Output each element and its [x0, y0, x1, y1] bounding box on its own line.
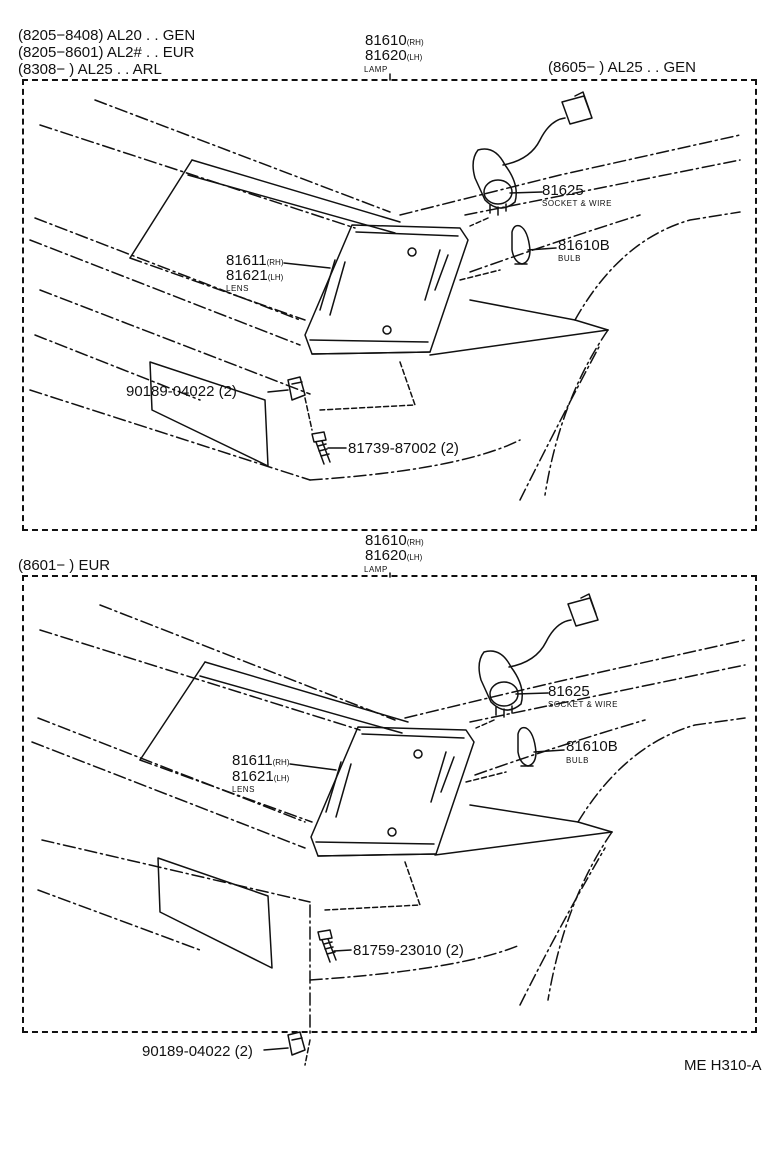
top-bulb-name: BULB: [558, 254, 581, 263]
bottom-socket-number: 81625: [548, 683, 590, 700]
bottom-lamp-name: LAMP: [364, 565, 388, 574]
diagram-code: ME H310-A: [684, 1057, 762, 1074]
bottom-illustration: [31, 572, 746, 1066]
bottom-body-lines: [31, 604, 746, 1036]
bottom-applicability: (8601− ) EUR: [18, 557, 111, 574]
top-nut-icon: [287, 376, 306, 401]
top-socket-name: SOCKET & WIRE: [542, 199, 612, 208]
bottom-leader-lines: [263, 572, 565, 1066]
top-bulb-number: 81610B: [558, 237, 610, 254]
top-lamp-lh: 81620(LH): [365, 47, 423, 64]
top-lens-rh: 81611(RH): [226, 252, 284, 269]
top-body-lines: [29, 99, 741, 501]
top-socket-number: 81625: [542, 182, 584, 199]
top-socket-icon: [472, 91, 593, 216]
top-side-marker-recess: [149, 361, 269, 467]
top-lens-lh: 81621(LH): [226, 267, 284, 284]
top-illustration: [29, 73, 741, 501]
top-applicability-right: (8605− ) AL25 . . GEN: [548, 59, 697, 76]
top-screw-icon: [311, 431, 331, 465]
top-applicability-line-1: (8205−8408) AL20 . . GEN: [18, 27, 196, 44]
top-applicability-line-2: (8205−8601) AL2# . . EUR: [18, 44, 195, 61]
bottom-screw-icon: [317, 929, 337, 963]
bottom-nut-icon: [287, 1031, 306, 1056]
top-bulb-icon: [511, 224, 531, 265]
top-leader-lines: [267, 73, 557, 449]
bottom-lens-icon: [310, 726, 475, 857]
bottom-lens-lh: 81621(LH): [232, 768, 290, 785]
bottom-socket-icon: [478, 593, 599, 718]
bottom-screw-label: 81759-23010 (2): [353, 942, 464, 959]
top-nut-label: 90189-04022 (2): [126, 383, 237, 400]
bottom-lamp-rh: 81610(RH): [365, 532, 424, 549]
bottom-lamp-lh: 81620(LH): [365, 547, 423, 564]
top-applicability-line-3: (8308− ) AL25 . . ARL: [18, 61, 162, 78]
top-lens-icon: [304, 224, 469, 355]
bottom-side-marker-recess: [157, 857, 273, 969]
top-lamp-rh: 81610(RH): [365, 32, 424, 49]
top-screw-label: 81739-87002 (2): [348, 440, 459, 457]
bottom-bulb-name: BULB: [566, 756, 589, 765]
bottom-bulb-icon: [517, 726, 537, 767]
bottom-nut-label: 90189-04022 (2): [142, 1043, 253, 1060]
bottom-bulb-number: 81610B: [566, 738, 618, 755]
top-lamp-name: LAMP: [364, 65, 388, 74]
top-lens-name: LENS: [226, 284, 249, 293]
bottom-lens-rh: 81611(RH): [232, 752, 290, 769]
bottom-lens-name: LENS: [232, 785, 255, 794]
bottom-socket-name: SOCKET & WIRE: [548, 700, 618, 709]
